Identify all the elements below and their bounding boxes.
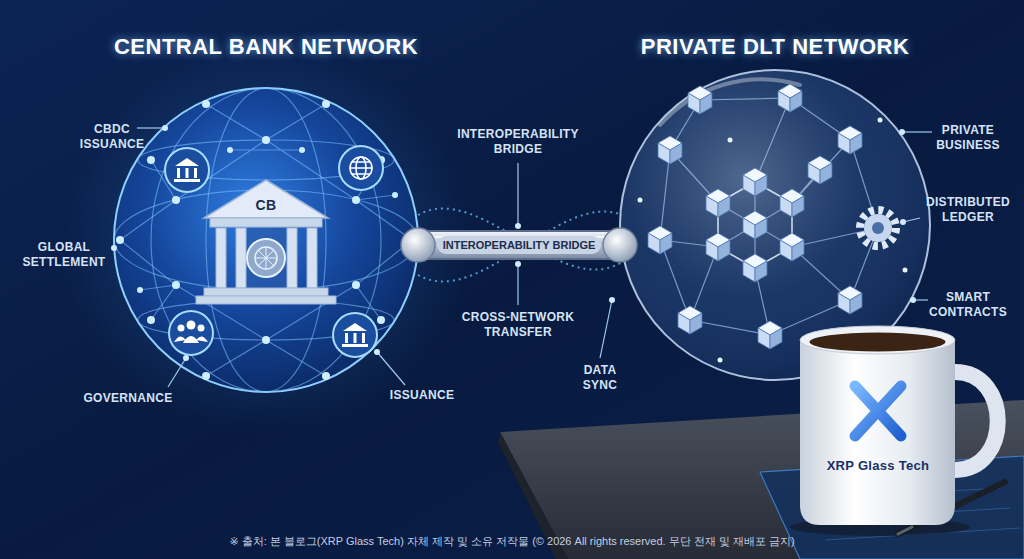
network-heading: CENTRAL BANK NETWORK bbox=[114, 34, 418, 60]
coffee-mug bbox=[790, 326, 998, 536]
gear-icon bbox=[860, 210, 896, 246]
caption: ※ 출처: 본 블로그(XRP Glass Tech) 자체 제작 및 소유 저… bbox=[0, 534, 1024, 548]
data-stream bbox=[418, 209, 622, 282]
bridge-label: INTEROPERABILITY BRIDGE bbox=[437, 236, 602, 254]
feature-label: CBDC ISSUANCE bbox=[74, 122, 150, 152]
glow bbox=[61, 45, 471, 435]
building-label: CB bbox=[246, 198, 286, 213]
callout-label: INTEROPERABILITY BRIDGE bbox=[433, 127, 603, 157]
feature-label: PRIVATE BUSINESS bbox=[923, 123, 1013, 153]
bridge-highlight bbox=[430, 236, 608, 238]
feature-label: DISTRIBUTED LEDGER bbox=[921, 195, 1016, 225]
feature-label: GOVERNANCE bbox=[73, 391, 183, 406]
feature-label: GLOBAL SETTLEMENT bbox=[18, 240, 110, 270]
feature-label: ISSUANCE bbox=[377, 388, 467, 403]
central-bank-sphere: CENTRAL BANK NETWORK bbox=[114, 88, 418, 392]
bank-icon bbox=[165, 148, 209, 192]
bridge-knob bbox=[401, 228, 435, 262]
callout-label: DATA SYNC bbox=[575, 363, 625, 393]
globe-icon bbox=[339, 146, 383, 190]
central-bank-building bbox=[196, 180, 336, 304]
bridge-connector bbox=[401, 228, 637, 262]
central-bank-globe bbox=[114, 88, 418, 392]
people-icon bbox=[169, 311, 213, 355]
bridge-outline bbox=[418, 230, 620, 260]
private-dlt-sphere: PRIVATE DLT NETWORK bbox=[620, 70, 930, 380]
leader-dot bbox=[111, 125, 916, 361]
bank-icon bbox=[333, 313, 377, 357]
callout-label: CROSS-NETWORK TRANSFER bbox=[453, 310, 583, 340]
mug-logo-text: XRP Glass Tech bbox=[808, 458, 948, 473]
bridge-knob bbox=[603, 228, 637, 262]
bridge-bar bbox=[418, 232, 620, 258]
feature-label: SMART CONTRACTS bbox=[923, 290, 1013, 320]
network-heading: PRIVATE DLT NETWORK bbox=[641, 34, 910, 60]
